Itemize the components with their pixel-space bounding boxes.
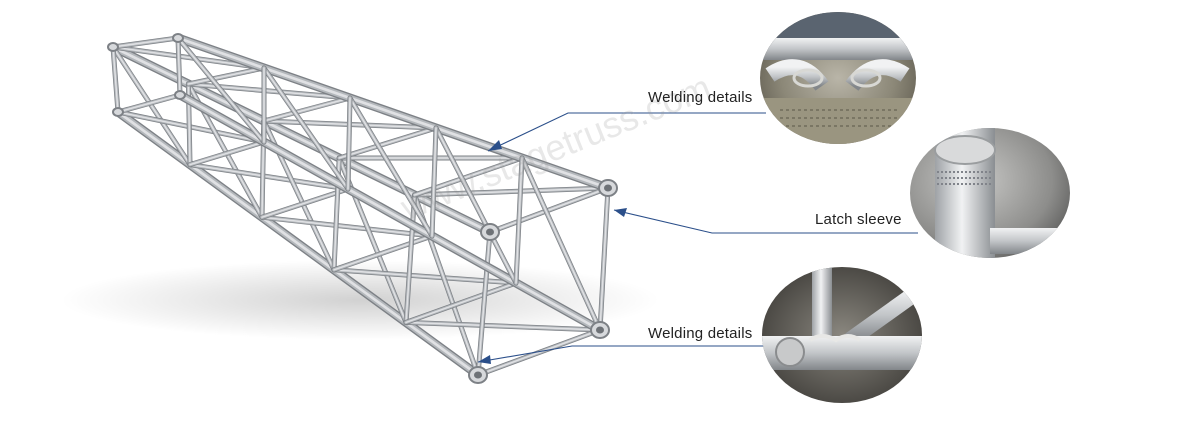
vertical-front [431, 127, 437, 237]
diagonal-top [413, 187, 609, 196]
callout-label-latch-sleeve: Latch sleeve [815, 211, 902, 228]
diagonal-front [435, 127, 517, 284]
leader-weld-bottom-arrow [478, 355, 491, 364]
vertical-back [405, 194, 416, 324]
truss-structure [107, 33, 618, 384]
callout-label-welding-bottom: Welding details [648, 325, 753, 342]
cross-bottom [477, 329, 601, 376]
chord-top-front [176, 36, 610, 190]
vertical-front [177, 37, 181, 96]
cross-bottom [333, 235, 433, 271]
diagonal-front [349, 97, 433, 237]
vertical-front [599, 187, 609, 331]
diagonal-bottom [405, 321, 601, 331]
detail-photo-weld-top [760, 12, 916, 144]
cross-bottom [405, 282, 517, 324]
leader-latch-arrow [614, 208, 627, 217]
chord-bottom-back [116, 110, 480, 377]
chord-top-back [111, 45, 492, 234]
leader-latch [613, 209, 918, 234]
leader-weld-top [487, 112, 766, 152]
diagonal-front [521, 157, 601, 331]
callout-leaders [477, 112, 918, 364]
connector-bore [486, 228, 494, 236]
vertical-back [112, 46, 119, 113]
cross-top [187, 67, 265, 85]
detail-photo-latch-sleeve [910, 128, 1070, 258]
chord-end-connector [172, 33, 184, 43]
vertical-front [515, 157, 523, 284]
connector-bore [596, 326, 604, 334]
connector-bore [474, 371, 482, 379]
chord-end-connector [112, 107, 124, 117]
leader-weld-bottom [477, 345, 766, 363]
cross-bottom [117, 94, 181, 113]
diagonal-bottom [261, 216, 433, 237]
cross-bottom [261, 188, 349, 218]
diagonal-back [112, 46, 191, 166]
cross-bottom [189, 141, 265, 166]
chord-end-connector [174, 90, 186, 100]
cross-top [112, 37, 179, 48]
diagonal-top [112, 46, 265, 69]
connector-bore [604, 184, 612, 192]
diagonal-front [177, 37, 265, 143]
diagonal-front [263, 67, 349, 190]
leader-weld-top-arrow [488, 140, 502, 151]
cross-top [338, 127, 437, 159]
chord-end-connector [107, 42, 119, 52]
vertical-front [347, 97, 351, 190]
vertical-back [477, 231, 491, 376]
cross-top [489, 187, 609, 233]
chord-bottom-front [178, 93, 602, 332]
detail-photo-weld-bottom [762, 267, 922, 403]
callout-label-welding-top: Welding details [648, 89, 753, 106]
diagonal-bottom [189, 163, 349, 190]
cross-top [263, 97, 351, 122]
